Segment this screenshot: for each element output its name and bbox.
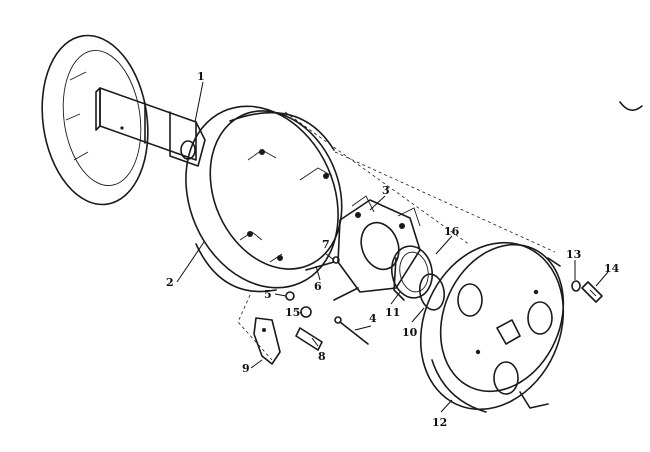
part-14-cap-screw: [581, 281, 603, 303]
part-3-carrier-assembly: [337, 195, 421, 293]
part-8-pin: [295, 327, 323, 351]
callout-15: 15: [285, 306, 300, 319]
callout-1: 1: [197, 70, 205, 83]
callout-16: 16: [444, 225, 460, 238]
callout-4: 4: [369, 312, 377, 325]
part-13-washer: [571, 280, 581, 292]
callout-7: 7: [322, 238, 330, 251]
callout-3: 3: [382, 184, 390, 197]
part-12-clutch-cover: [419, 241, 565, 413]
part-1-pulley-and-shaft: [41, 34, 206, 206]
callout-6: 6: [314, 280, 322, 293]
part-16-and-11-rings: [390, 245, 434, 301]
callout-12: 12: [432, 416, 447, 429]
callout-9: 9: [242, 362, 250, 375]
callout-5: 5: [264, 288, 272, 301]
part-9-weight-arm: [253, 317, 281, 365]
assembly-axis-lines: [237, 111, 556, 361]
callout-2: 2: [166, 276, 174, 289]
stray-mark: [619, 101, 643, 111]
part-10-snap-ring: [418, 273, 446, 311]
callout-11: 11: [385, 306, 400, 319]
callout-10: 10: [402, 326, 418, 339]
callout-13: 13: [566, 248, 581, 261]
callout-8: 8: [318, 350, 326, 363]
part-2-clutch-housing: [185, 105, 343, 293]
part-4-bolt: [334, 316, 369, 345]
leader-lines: [176, 81, 609, 413]
callout-14: 14: [604, 262, 620, 275]
